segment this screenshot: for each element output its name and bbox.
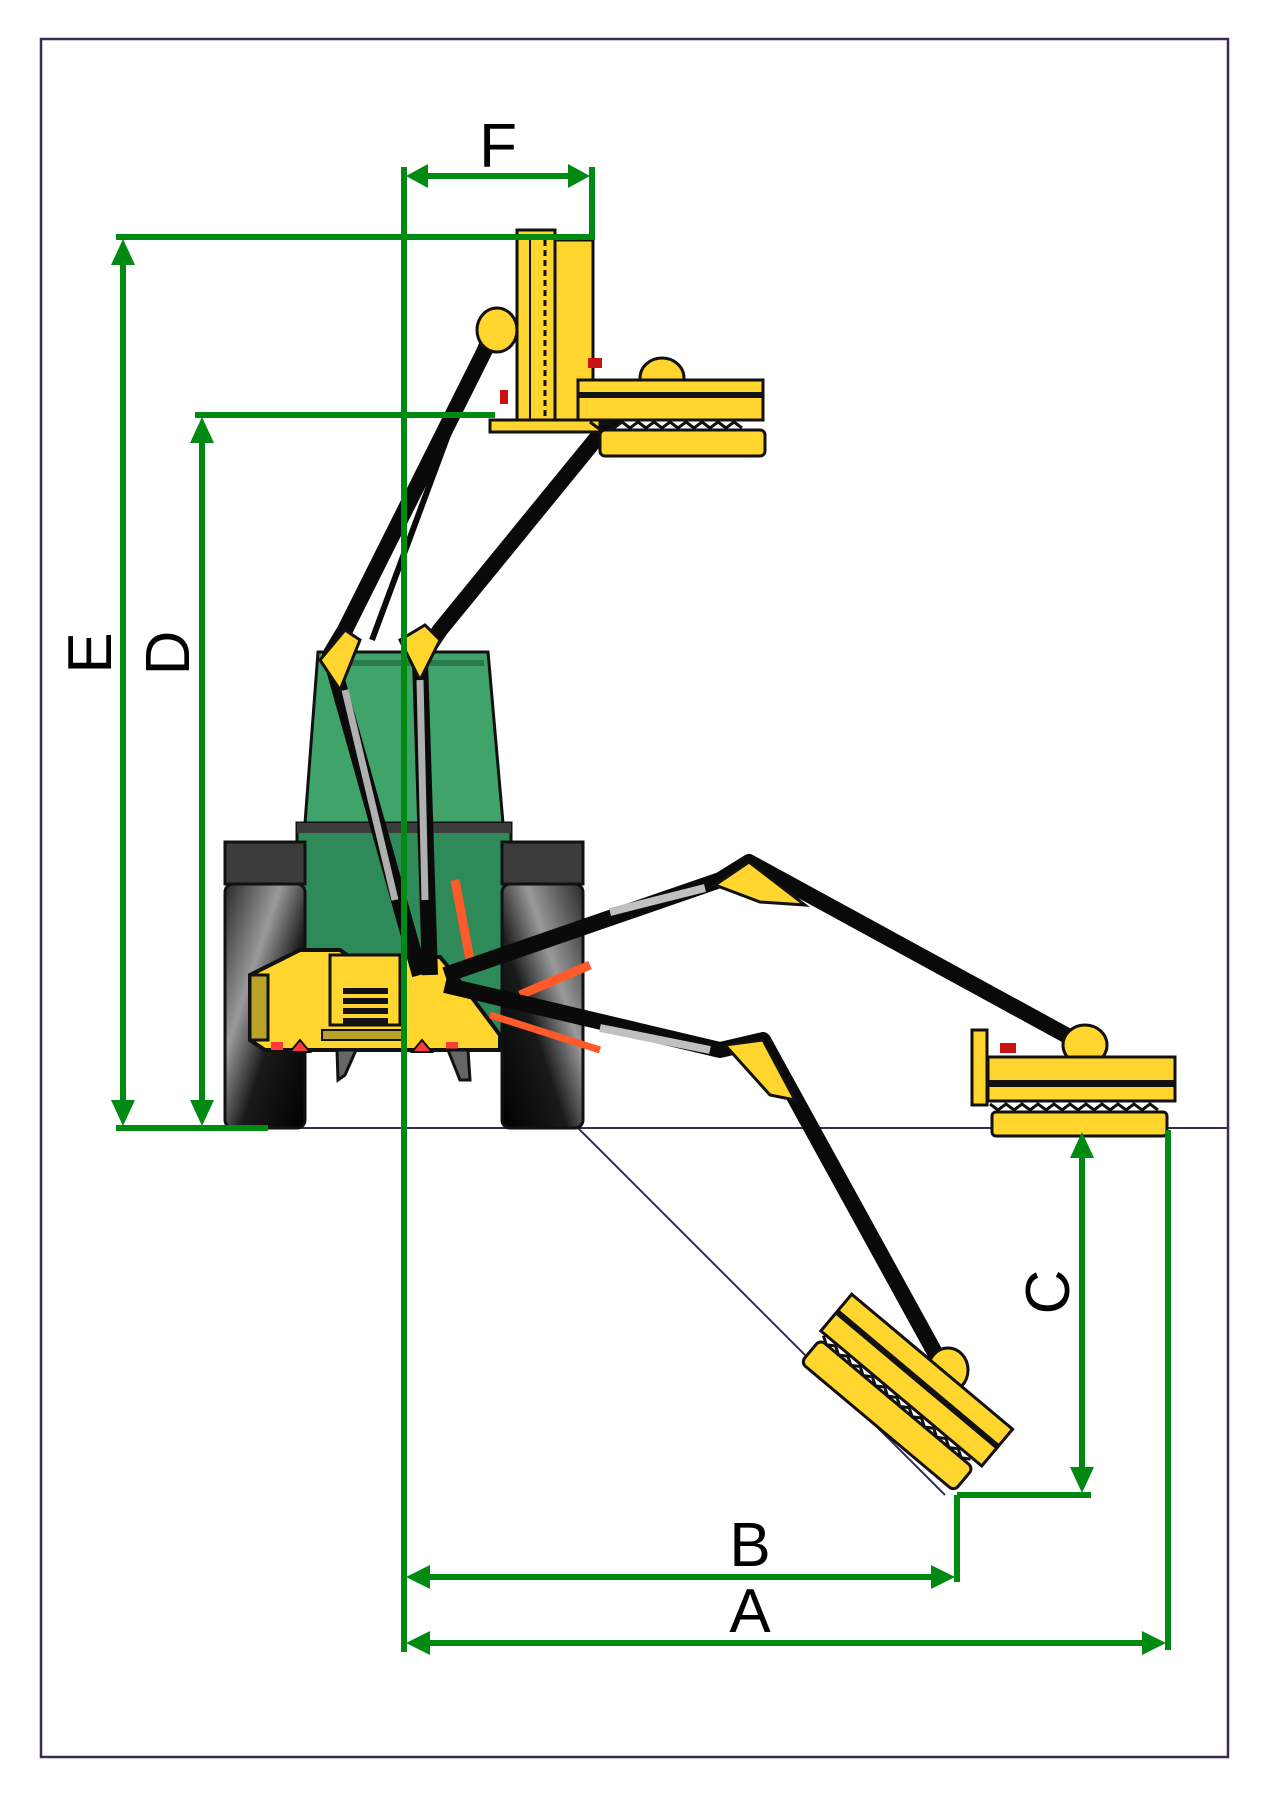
reflector-left	[287, 1038, 313, 1053]
lift-cylinder	[488, 1011, 602, 1054]
dimension-label-e: E	[56, 632, 125, 673]
mounting-frame	[248, 948, 502, 1083]
dimension-label-a: A	[729, 1577, 771, 1646]
left-fender	[223, 840, 307, 886]
dimension-label-c: C	[1014, 1270, 1083, 1315]
cutting-head-ground-level	[970, 1028, 1177, 1138]
cutting-head-top-horizontal	[576, 358, 767, 458]
arm-vertical-position	[318, 306, 519, 978]
right-fender	[500, 840, 585, 886]
lift-cylinder	[450, 879, 475, 961]
dimension-label-f: F	[479, 112, 517, 181]
dimension-lines	[111, 164, 1171, 1655]
dimension-label-b: B	[729, 1511, 770, 1580]
dimension-label-d: D	[134, 631, 203, 676]
cutting-head-below-ground	[801, 1292, 1015, 1491]
cutting-head-vertical	[488, 228, 602, 434]
reflector-right	[409, 1038, 435, 1053]
lift-cylinder	[518, 960, 592, 1000]
arm-ground-level-position	[442, 854, 1109, 1067]
diagram-frame	[39, 37, 1230, 1759]
